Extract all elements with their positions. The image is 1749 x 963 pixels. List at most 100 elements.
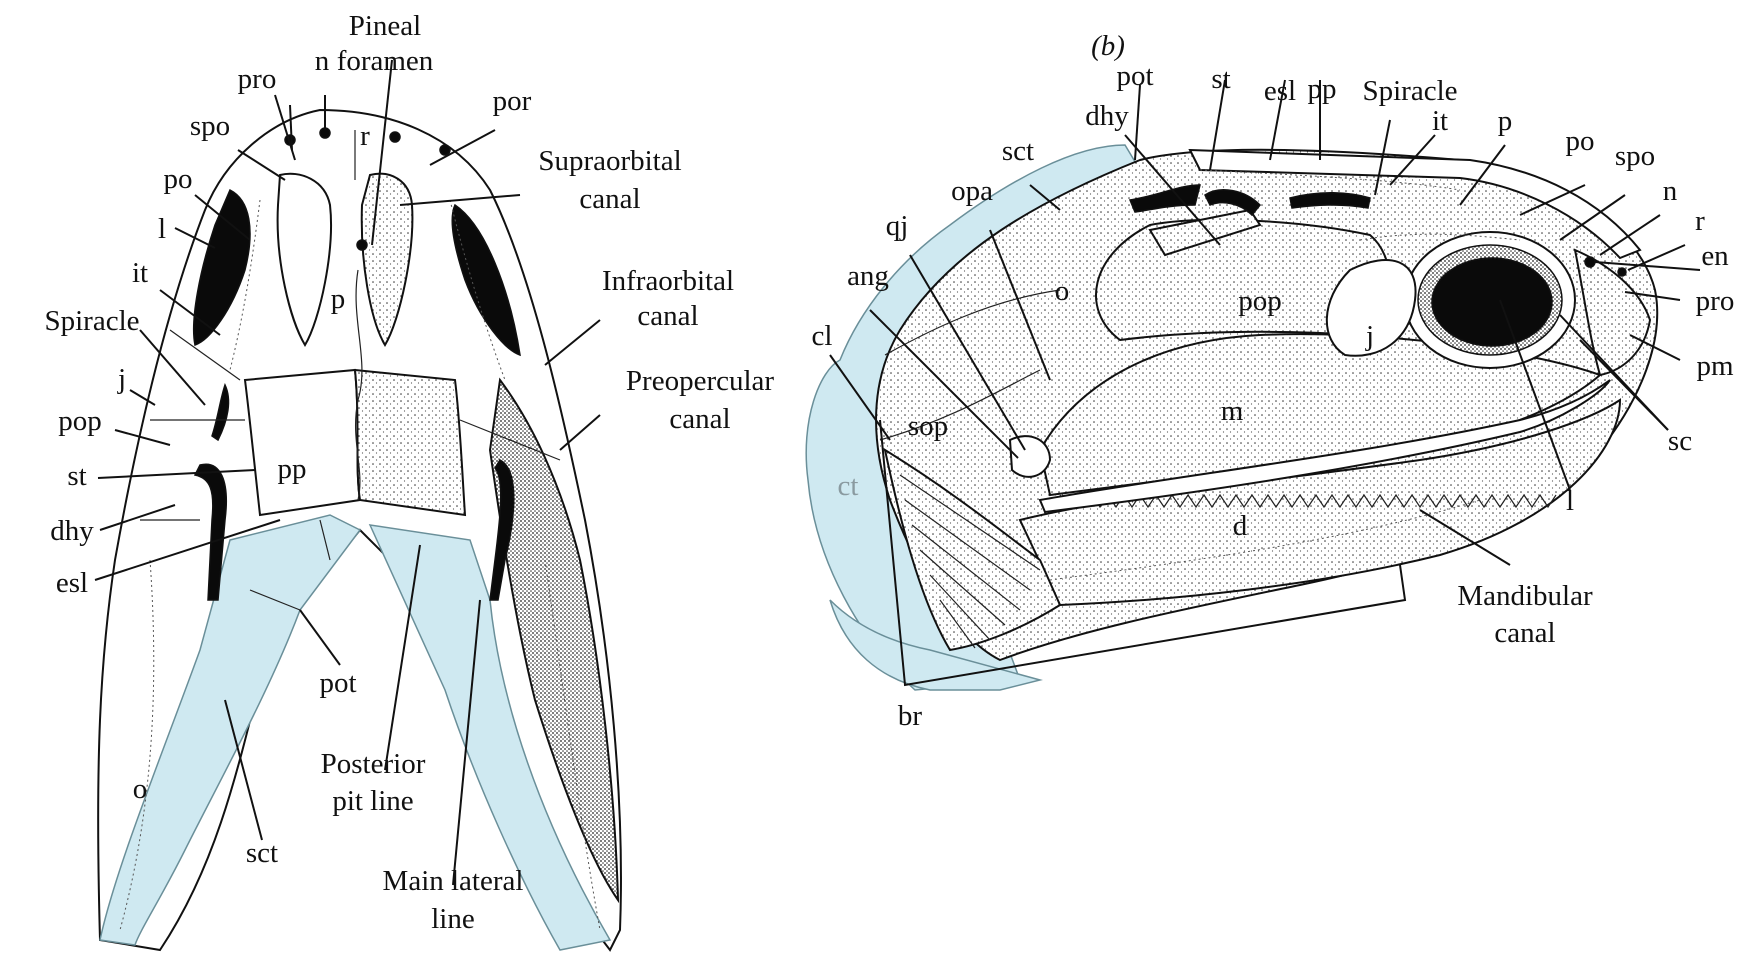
lateral-label-p: p [1498,105,1513,137]
dorsal-label-por: por [493,85,532,117]
dorsal-label-pineal-1: Pineal [349,10,422,42]
dorsal-label-supraorbital-2: canal [579,183,640,215]
dorsal-label-supraorbital-1: Supraorbital [538,145,681,177]
lateral-label-spiracle: Spiracle [1362,75,1457,107]
dorsal-label-dhy: dhy [50,515,94,547]
dorsal-label-po: po [164,163,193,195]
dorsal-parietal-left [276,172,332,347]
lateral-label-pp: pp [1308,73,1337,105]
lateral-label-qj: qj [886,210,909,242]
dorsal-label-pro: pro [238,63,277,95]
lateral-label-br: br [898,700,923,732]
dorsal-label-infraorbital-1: Infraorbital [602,265,734,297]
lateral-label-m: m [1221,395,1244,427]
dorsal-right-cheek [488,377,620,904]
lateral-label-d: d [1233,510,1248,542]
dorsal-label-spo: spo [190,110,230,142]
lateral-label-po: po [1566,125,1595,157]
lateral-leader-lines [829,79,1701,566]
lateral-branchiostegals [883,447,1062,652]
lateral-mouth-gape [1038,379,1611,514]
dorsal-blue-left [99,514,362,946]
dorsal-label-pop: pop [58,405,102,437]
dorsal-label-sct: sct [246,837,278,869]
dorsal-skull-drawing [97,108,622,952]
lateral-label-mandibular-2: canal [1494,617,1555,649]
lateral-label-o: o [1055,275,1070,307]
dorsal-suture-left [193,463,227,601]
dorsal-label-p: p [331,283,346,315]
lateral-br-bracket [879,419,1407,687]
lateral-suture-mid [1204,189,1262,217]
lateral-skull-roof [1188,148,1642,260]
lateral-label-opa: opa [951,175,993,207]
lateral-label-sct: sct [1002,135,1034,167]
lateral-orbit [1431,257,1553,347]
lateral-label-sc: sc [1668,425,1692,457]
dorsal-suture-right [489,459,515,601]
lateral-label-n: n [1663,175,1678,207]
dorsal-label-preopercular-2: canal [669,403,730,435]
dorsal-label-infraorbital-2: canal [637,300,698,332]
lateral-label-st: st [1211,63,1230,95]
dorsal-leader-lines [94,59,601,886]
lateral-nostril-2 [1617,267,1627,277]
lateral-quadratojugal [1008,435,1052,478]
lateral-spiracle [1289,192,1371,209]
dorsal-label-pineal-2: foramen [337,45,434,77]
dorsal-postparietal-left [243,368,362,517]
dorsal-label-st: st [67,460,86,492]
lateral-cleithrum [829,599,1043,691]
dorsal-label-main-lateral-1: Main lateral [383,865,524,897]
lateral-label-r: r [1695,205,1705,237]
dorsal-label-posterior-pit-2: pit line [332,785,413,817]
dorsal-label-it: it [132,257,148,289]
lateral-branchiostegal-lines [899,474,1041,649]
lateral-label-pot: pot [1116,60,1153,92]
dorsal-plate-lines [140,329,561,611]
dorsal-spiracle-left [211,382,230,442]
lateral-label-sop: sop [908,410,948,442]
lateral-jugal [1325,259,1417,357]
dorsal-label-j: j [117,363,126,395]
dorsal-midline [354,130,363,501]
lateral-label-pm: pm [1696,350,1734,382]
dorsal-label-pot: pot [319,667,356,699]
dorsal-label-main-lateral-2: line [431,903,475,935]
lateral-nostril-1 [1584,256,1596,268]
lateral-label-ang: ang [847,260,889,292]
dorsal-label-esl: esl [56,567,88,599]
lateral-label-l: l [1566,485,1574,517]
dorsal-blue-right [368,524,612,951]
dorsal-label-l: l [158,213,166,245]
lateral-label-en: en [1701,240,1729,272]
lateral-label-spo: spo [1615,140,1655,172]
lateral-label-cl: cl [812,320,833,352]
dorsal-pineal-dot [356,239,368,251]
dorsal-nostril-far-right [439,144,451,156]
lateral-label-pro: pro [1696,285,1735,317]
lateral-label-mandibular-1: Mandibular [1457,580,1593,612]
lateral-spiracle-slit-left [1128,184,1201,213]
lateral-label-ct: ct [838,470,859,502]
lateral-label-j: j [1365,320,1374,352]
dorsal-postparietal-right [353,368,467,517]
lateral-snout [1573,248,1652,377]
dorsal-label-n: n [315,45,330,77]
lateral-label-esl: esl [1264,75,1296,107]
lateral-canals [1049,169,1521,581]
dorsal-label-r: r [360,120,370,152]
dorsal-label-pp: pp [278,453,307,485]
dorsal-label-posterior-pit-1: Posterior [321,748,426,780]
lateral-skull-drawing [805,144,1659,691]
lateral-opercle-line [879,289,1061,441]
dorsal-label-o: o [133,773,148,805]
lateral-label-dhy: dhy [1085,100,1129,132]
dorsal-nostril-right [389,131,401,143]
lateral-label-it: it [1432,105,1448,137]
panel-b-label: (b) [1091,30,1125,62]
lateral-label-pop: pop [1238,285,1282,317]
lateral-dermohyal [1148,208,1262,257]
dorsal-canals [119,199,601,931]
